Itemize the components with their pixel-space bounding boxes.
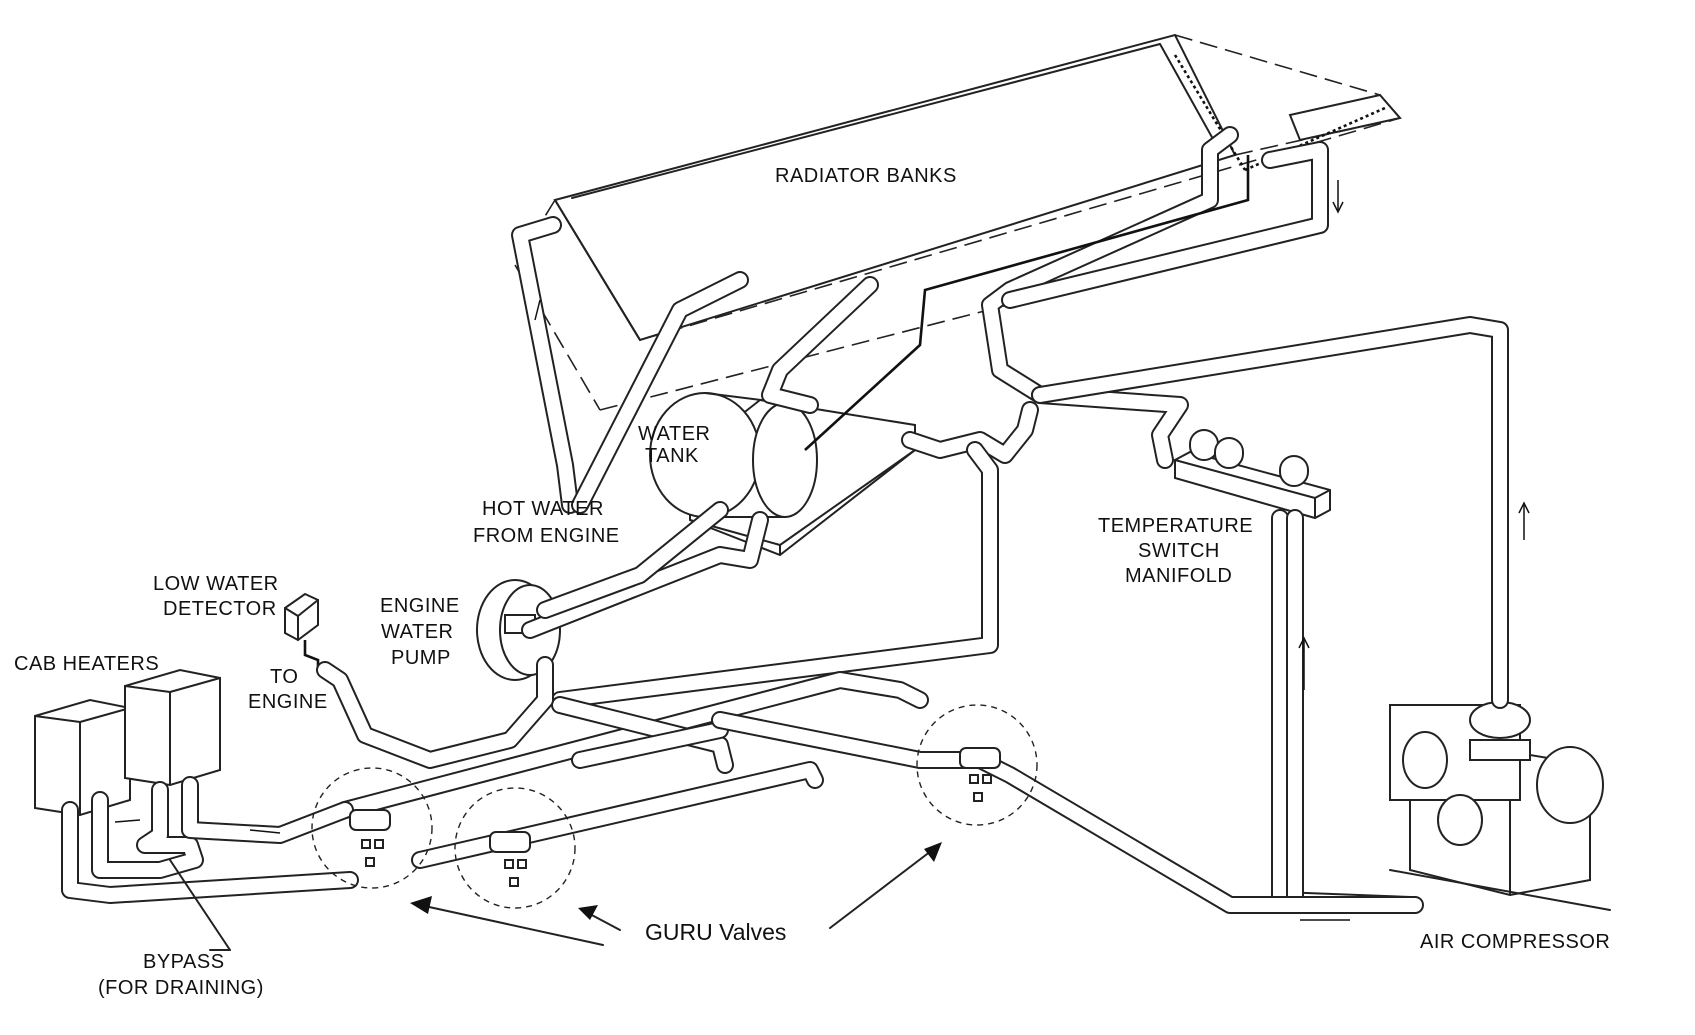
flow-arrows: [114, 180, 1530, 921]
water-tank-label-2: TANK: [645, 445, 699, 467]
temp-switch-label-2: SWITCH: [1138, 540, 1220, 562]
engine-pump-label-1: ENGINE: [380, 595, 460, 617]
cab-heaters-label: CAB HEATERS: [14, 653, 159, 675]
water-tank-label-1: WATER: [638, 423, 711, 445]
guru-valves-label: GURU Valves: [645, 919, 786, 945]
air-compressor-label: AIR COMPRESSOR: [1420, 931, 1610, 953]
guru-valves: [311, 704, 1038, 909]
to-engine-label-1: TO: [270, 666, 298, 688]
labels: RADIATOR BANKS WATER TANK HOT WATER FROM…: [14, 165, 1610, 999]
hot-water-label-2: FROM ENGINE: [473, 525, 620, 547]
hot-water-label-1: HOT WATER: [482, 498, 604, 520]
temp-switch-label-1: TEMPERATURE: [1098, 515, 1253, 537]
radiator-banks-label: RADIATOR BANKS: [775, 165, 957, 187]
temperature-switch-manifold: [1174, 429, 1331, 520]
engine-pump-label-2: WATER: [381, 621, 454, 643]
guru-pointer-arrows: [169, 842, 942, 951]
guru-valve-3: [916, 704, 1038, 826]
air-compressor: [1389, 701, 1611, 911]
temp-switch-label-3: MANIFOLD: [1125, 565, 1232, 587]
low-water-detector: [284, 592, 320, 670]
sensor-wire: [804, 155, 1250, 451]
guru-valve-1: [311, 767, 433, 889]
bypass-label-2: (FOR DRAINING): [98, 977, 264, 999]
low-water-label-1: LOW WATER: [153, 573, 279, 595]
bypass-label-1: BYPASS: [143, 951, 225, 973]
engine-pump-label-3: PUMP: [391, 647, 451, 669]
coolant-piping: [61, 126, 1509, 914]
cab-heaters: [34, 668, 221, 817]
to-engine-label-2: ENGINE: [248, 691, 328, 713]
guru-valve-2: [454, 787, 576, 909]
low-water-label-2: DETECTOR: [163, 598, 277, 620]
water-tank: [649, 392, 916, 557]
